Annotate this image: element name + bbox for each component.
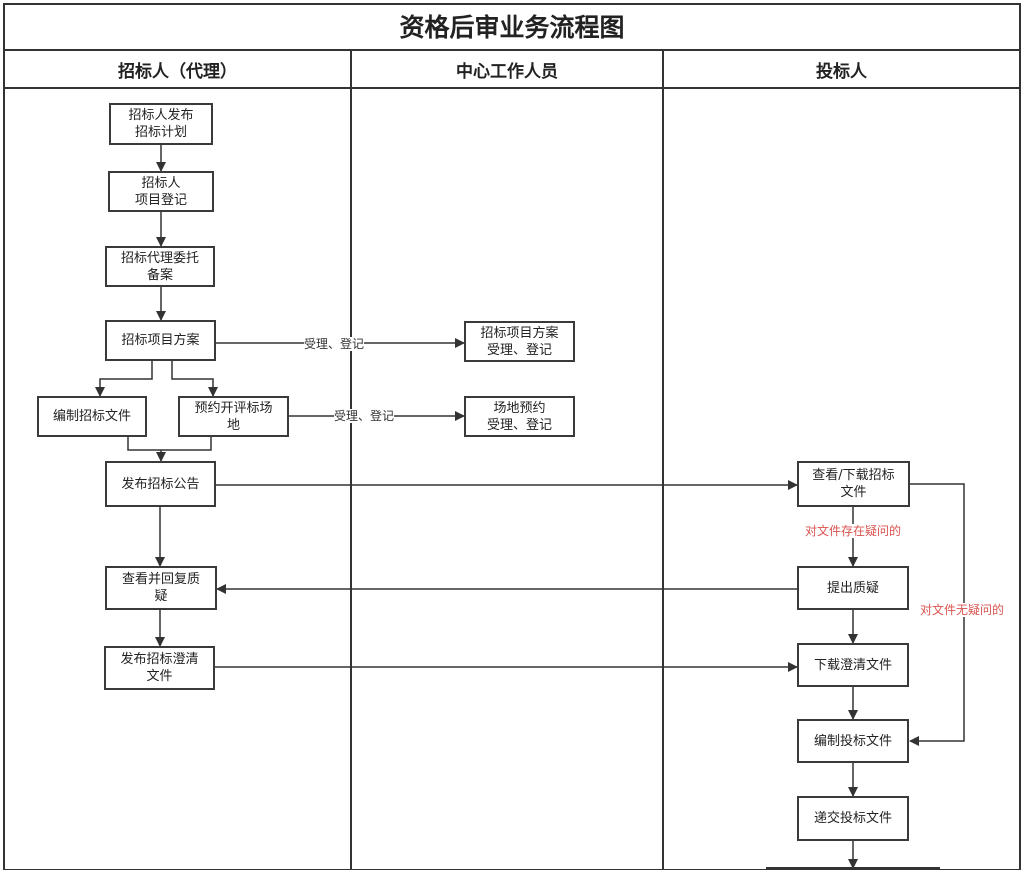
diagram-title: 资格后审业务流程图 bbox=[399, 13, 625, 42]
edge-n4-n5 bbox=[95, 361, 153, 397]
node-submit-bid[interactable]: 递交投标文件 bbox=[797, 796, 909, 841]
node-plan-acceptance[interactable]: 招标项目方案 受理、登记 bbox=[464, 321, 575, 362]
node-raise-question[interactable]: 提出质疑 bbox=[797, 566, 909, 610]
lane-bidder: 投标人 bbox=[816, 61, 867, 82]
edge-n5-n6-merge bbox=[127, 437, 212, 451]
edge-label-plan-accept: 受理、登记 bbox=[304, 337, 365, 351]
node-download-clarification[interactable]: 下载澄清文件 bbox=[797, 643, 909, 687]
node-project-registration[interactable]: 招标人 项目登记 bbox=[108, 171, 214, 212]
node-prepare-tender-docs[interactable]: 编制招标文件 bbox=[37, 396, 147, 437]
node-publish-clarification[interactable]: 发布招标澄清 文件 bbox=[104, 646, 215, 690]
edge-label-has-questions: 对文件存在疑问的 bbox=[805, 524, 902, 538]
swimlane-grid bbox=[3, 3, 1021, 870]
node-agency-filing[interactable]: 招标代理委托 备案 bbox=[105, 246, 215, 287]
node-download-tender-docs[interactable]: 查看/下载招标 文件 bbox=[797, 461, 910, 507]
node-prepare-bid[interactable]: 编制投标文件 bbox=[797, 719, 909, 763]
lane-center-staff: 中心工作人员 bbox=[456, 61, 558, 82]
node-book-venue[interactable]: 预约开评标场 地 bbox=[178, 396, 289, 437]
edge-label-no-questions: 对文件无疑问的 bbox=[920, 603, 1005, 617]
node-venue-acceptance[interactable]: 场地预约 受理、登记 bbox=[464, 396, 575, 437]
edge-label-venue-accept: 受理、登记 bbox=[334, 409, 395, 423]
node-tender-plan[interactable]: 招标项目方案 bbox=[105, 320, 216, 361]
node-publish-announcement[interactable]: 发布招标公告 bbox=[105, 461, 216, 507]
node-publish-plan[interactable]: 招标人发布 招标计划 bbox=[109, 103, 213, 145]
edge-n4-n6 bbox=[171, 361, 218, 397]
lane-tenderer: 招标人（代理） bbox=[118, 61, 237, 82]
node-reply-questions[interactable]: 查看并回复质 疑 bbox=[105, 566, 217, 610]
